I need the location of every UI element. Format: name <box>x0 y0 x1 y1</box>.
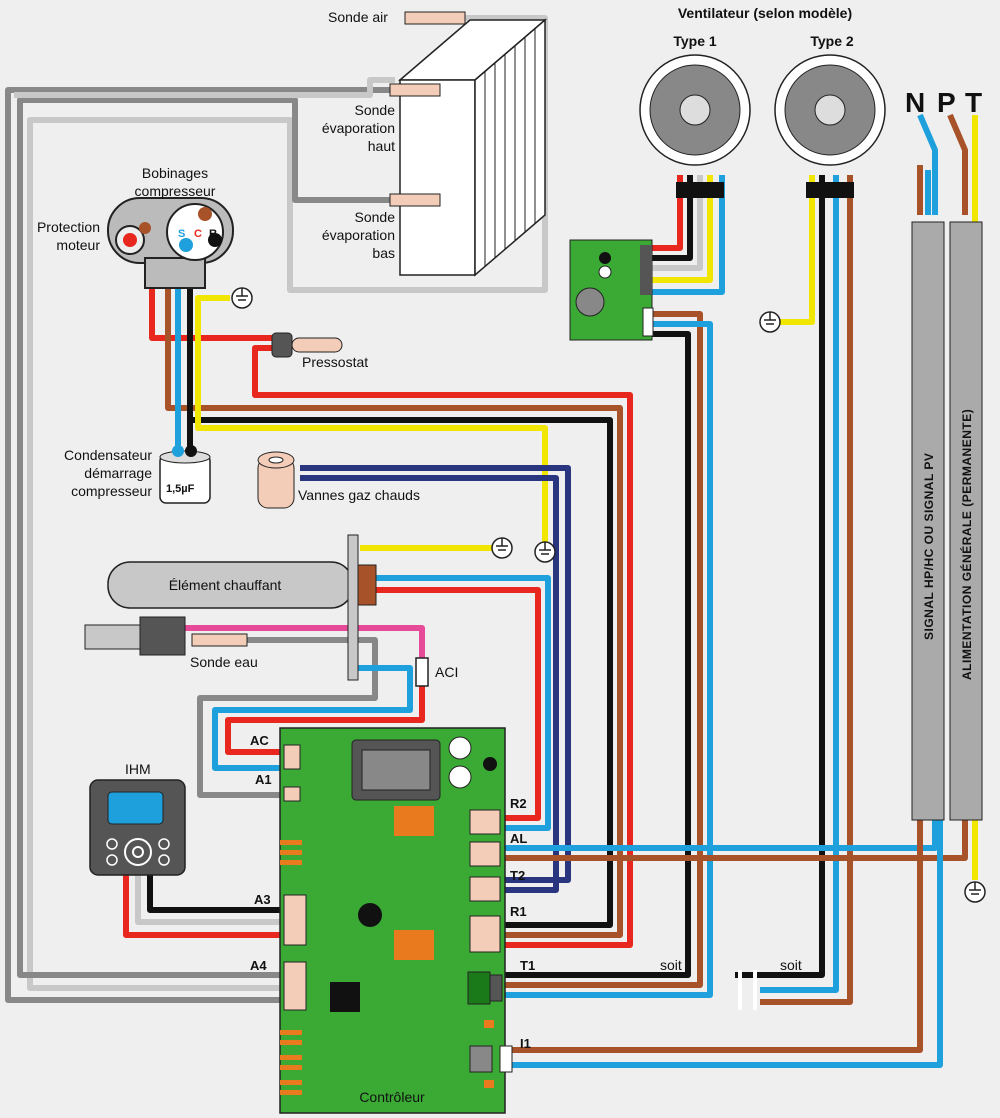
vannes-coil <box>257 451 295 509</box>
terminal-a4: A4 <box>250 958 267 973</box>
label-sonde-eau: Sonde eau <box>190 654 258 670</box>
label-sonde-evap-bas-3: bas <box>372 245 395 261</box>
terminal-i1: I1 <box>520 1036 531 1051</box>
label-controleur: Contrôleur <box>359 1089 425 1105</box>
terminal-al: AL <box>510 831 527 846</box>
ihm-panel <box>89 779 186 876</box>
sonde-evap-bas-probe <box>389 193 441 207</box>
capacitor-value: 1,5µF <box>166 483 195 495</box>
label-ventilateur: Ventilateur (selon modèle) <box>678 5 852 21</box>
label-protection-2: moteur <box>56 237 100 253</box>
sonde-evap-haut-probe <box>389 83 441 97</box>
label-sonde-evap-bas-2: évaporation <box>322 227 395 243</box>
heating-element <box>107 534 377 681</box>
label-bobinages-1: Bobinages <box>142 165 208 181</box>
supply-columns <box>911 221 983 821</box>
label-sonde-evap-haut-3: haut <box>368 138 395 154</box>
evaporator <box>397 18 548 277</box>
label-bobinages-2: compresseur <box>135 183 216 199</box>
label-soit-1: soit <box>660 957 682 973</box>
terminal-c: C <box>194 228 202 240</box>
label-condensateur-1: Condensateur <box>64 447 152 463</box>
terminal-a1: A1 <box>255 772 272 787</box>
aci-component <box>415 657 429 687</box>
label-alimentation: ALIMENTATION GÉNÉRALE (PERMANENTE) <box>959 409 974 680</box>
terminal-r1: R1 <box>510 904 527 919</box>
terminal-r2: R2 <box>510 796 527 811</box>
pressostat <box>271 332 343 358</box>
label-p: P <box>937 87 956 118</box>
label-vannes: Vannes gaz chauds <box>298 487 420 503</box>
label-sonde-evap-bas-1: Sonde <box>355 209 396 225</box>
label-t: T <box>965 87 982 118</box>
label-sonde-evap-haut-2: évaporation <box>322 120 395 136</box>
label-type1: Type 1 <box>673 33 717 49</box>
fan-type2-icon <box>774 54 886 198</box>
label-n: N <box>905 87 925 118</box>
label-type2: Type 2 <box>810 33 854 49</box>
sonde-eau <box>84 616 248 656</box>
terminal-t2: T2 <box>510 868 525 883</box>
terminal-r: R <box>209 228 217 240</box>
terminal-t1: T1 <box>520 958 535 973</box>
label-soit-2: soit <box>780 957 802 973</box>
terminal-ac: AC <box>250 733 269 748</box>
label-sonde-air: Sonde air <box>328 9 388 25</box>
terminal-s: S <box>178 228 185 240</box>
compressor-terminal <box>107 197 234 289</box>
label-aci: ACI <box>435 664 458 680</box>
controller-board <box>279 727 513 1114</box>
ground-icon <box>231 287 986 903</box>
separator-marks <box>738 970 757 1010</box>
terminal-a3: A3 <box>254 892 271 907</box>
fan-type1-icon <box>639 54 751 198</box>
label-condensateur-2: démarrage <box>84 465 152 481</box>
label-pressostat: Pressostat <box>302 354 368 370</box>
label-ihm: IHM <box>125 761 151 777</box>
label-element: Élément chauffant <box>169 577 282 593</box>
label-protection-1: Protection <box>37 219 100 235</box>
label-signal: SIGNAL HP/HC OU SIGNAL PV <box>922 453 936 640</box>
fan-capacitor-plate <box>569 239 654 341</box>
label-sonde-evap-haut-1: Sonde <box>355 102 396 118</box>
capacitor <box>159 445 211 504</box>
sonde-air-probe <box>404 11 466 25</box>
label-condensateur-3: compresseur <box>71 483 152 499</box>
